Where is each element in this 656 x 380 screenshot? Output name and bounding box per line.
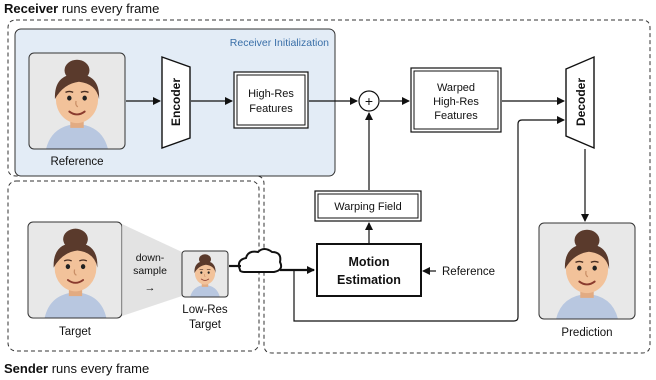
warping-field-label: Warping Field: [334, 201, 401, 213]
receiver-region: [7, 19, 651, 354]
warped-features-box: [410, 67, 502, 133]
cloud-icon: [237, 248, 283, 273]
receiver-init-label: Receiver Initialization: [230, 37, 329, 49]
encoder-label: Encoder: [169, 78, 183, 126]
prediction-portrait: [538, 222, 636, 320]
target-portrait: [27, 221, 123, 319]
warped-label-3: Features: [434, 110, 478, 122]
downsample-arrow: →: [145, 282, 156, 294]
warping-field-box: [314, 190, 422, 222]
arrow-lowres-to-decoder: [293, 116, 565, 322]
downsample-label-1: down-: [136, 252, 165, 264]
target-caption: Target: [59, 326, 92, 338]
receiver-heading-rest: runs every frame: [58, 1, 159, 16]
reference-portrait: [28, 52, 126, 150]
highres-label-1: High-Res: [248, 88, 294, 100]
sender-heading: Sender runs every frame: [4, 361, 149, 376]
reference-caption: Reference: [50, 156, 103, 168]
lowres-label-2: Target: [189, 319, 222, 331]
receiver-heading: Receiver runs every frame: [4, 1, 159, 16]
motion-label-2: Estimation: [337, 273, 401, 287]
motion-label-1: Motion: [349, 255, 390, 269]
warped-label-1: Warped: [437, 82, 475, 94]
downsample-label-2: sample: [133, 265, 167, 277]
lowres-label-1: Low-Res: [182, 304, 228, 316]
reference-input-label: Reference: [442, 266, 495, 278]
decoder-block: [565, 55, 595, 150]
highres-label-2: Features: [249, 103, 293, 115]
lowres-target-portrait: [181, 250, 229, 298]
decoder-label: Decoder: [574, 78, 588, 126]
highres-features-box: [233, 71, 309, 129]
receiver-heading-bold: Receiver: [4, 1, 58, 16]
warped-label-2: High-Res: [433, 96, 479, 108]
motion-estimation-box: [316, 243, 422, 297]
combine-symbol: +: [365, 93, 373, 109]
prediction-caption: Prediction: [561, 327, 612, 339]
sender-heading-rest: runs every frame: [48, 361, 149, 376]
downsample-wedge: [122, 224, 182, 316]
sender-heading-bold: Sender: [4, 361, 48, 376]
encoder-block: [161, 56, 191, 149]
connectors: [126, 97, 589, 322]
combine-node: [358, 90, 380, 112]
